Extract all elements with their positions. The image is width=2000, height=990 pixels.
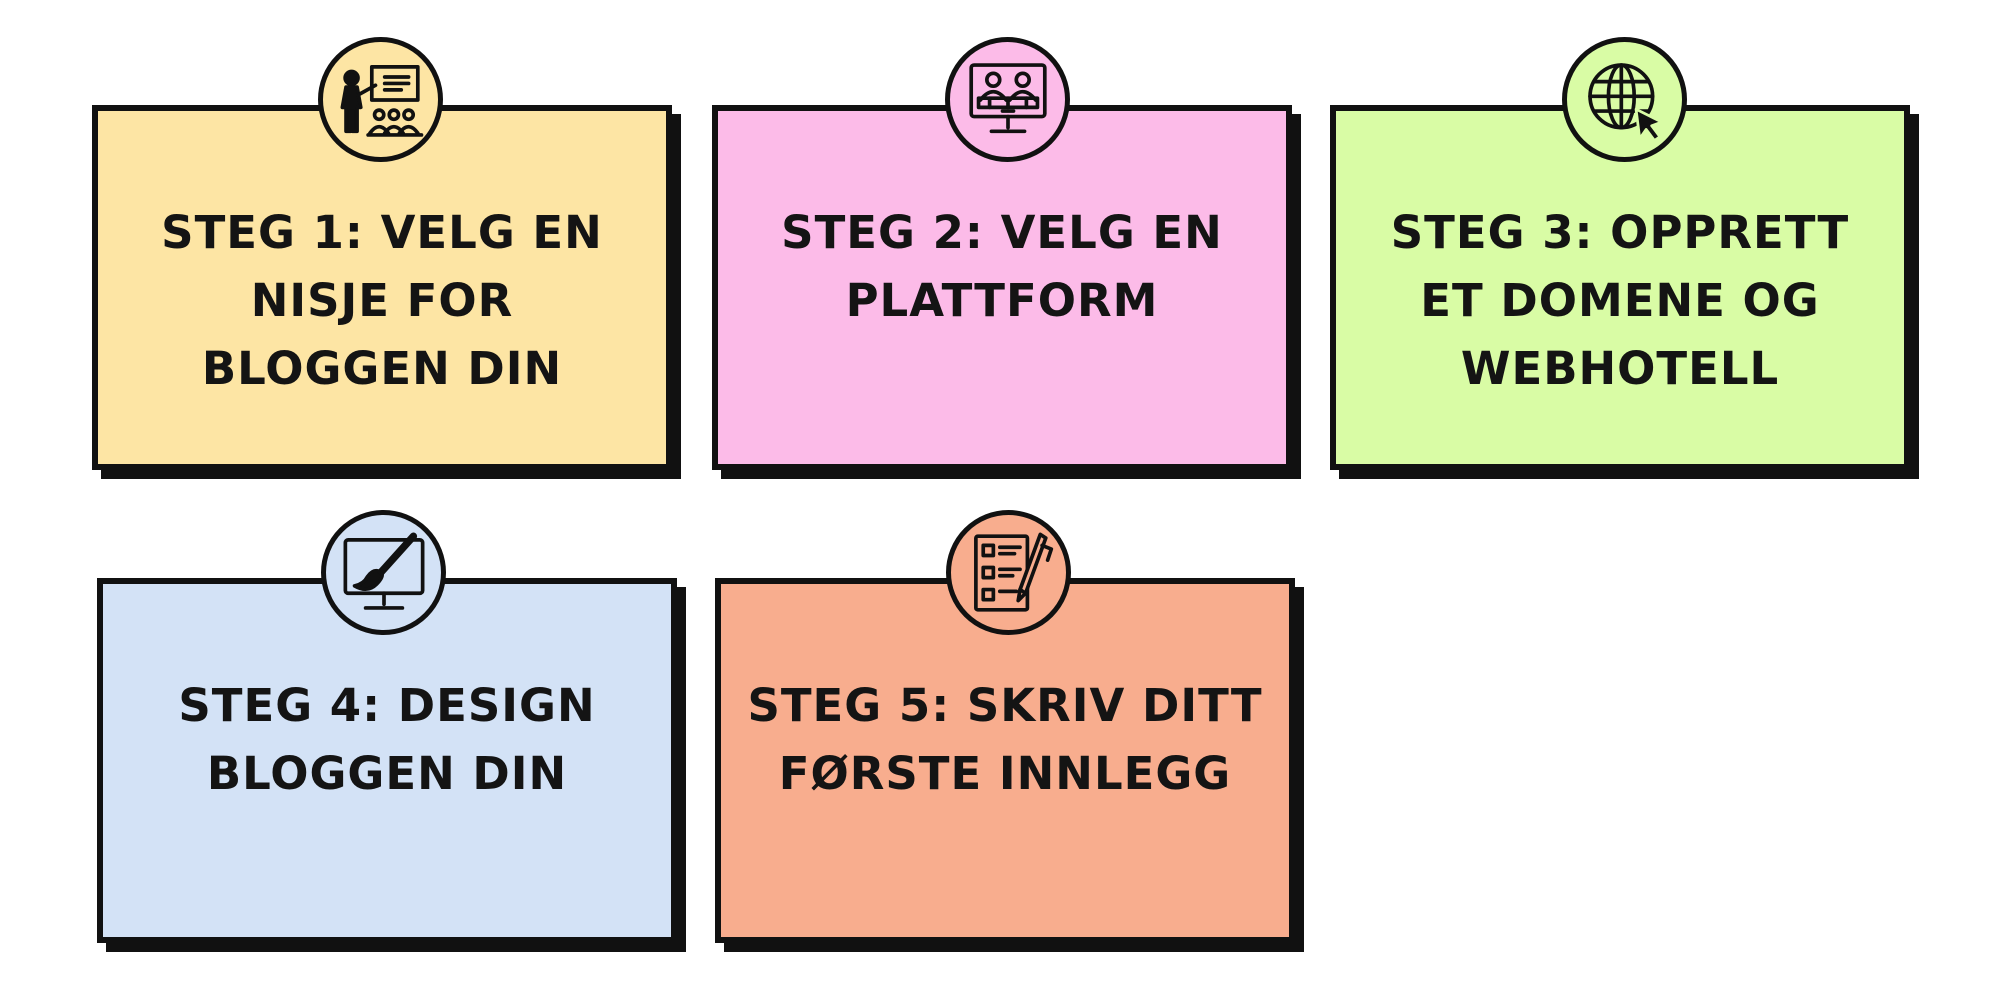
video-conference-icon — [945, 37, 1070, 162]
step-card-1: STEG 1: VELG EN NISJE FOR BLOGGEN DIN — [92, 105, 672, 470]
step-title-3: STEG 3: OPPRETT ET DOMENE OG WEBHOTELL — [1390, 206, 1850, 395]
step-title-1: STEG 1: VELG EN NISJE FOR BLOGGEN DIN — [161, 206, 603, 395]
step-card-4: STEG 4: DESIGN BLOGGEN DIN — [97, 578, 677, 943]
step-title-5: STEG 5: SKRIV DITT FØRSTE INNLEGG — [747, 679, 1263, 800]
paintbrush-monitor-icon — [321, 510, 446, 635]
presentation-icon — [318, 37, 443, 162]
globe-cursor-icon — [1562, 37, 1687, 162]
step-title-4: STEG 4: DESIGN BLOGGEN DIN — [178, 679, 596, 800]
checklist-icon — [946, 510, 1071, 635]
step-title-2: STEG 2: VELG EN PLATTFORM — [781, 206, 1223, 327]
